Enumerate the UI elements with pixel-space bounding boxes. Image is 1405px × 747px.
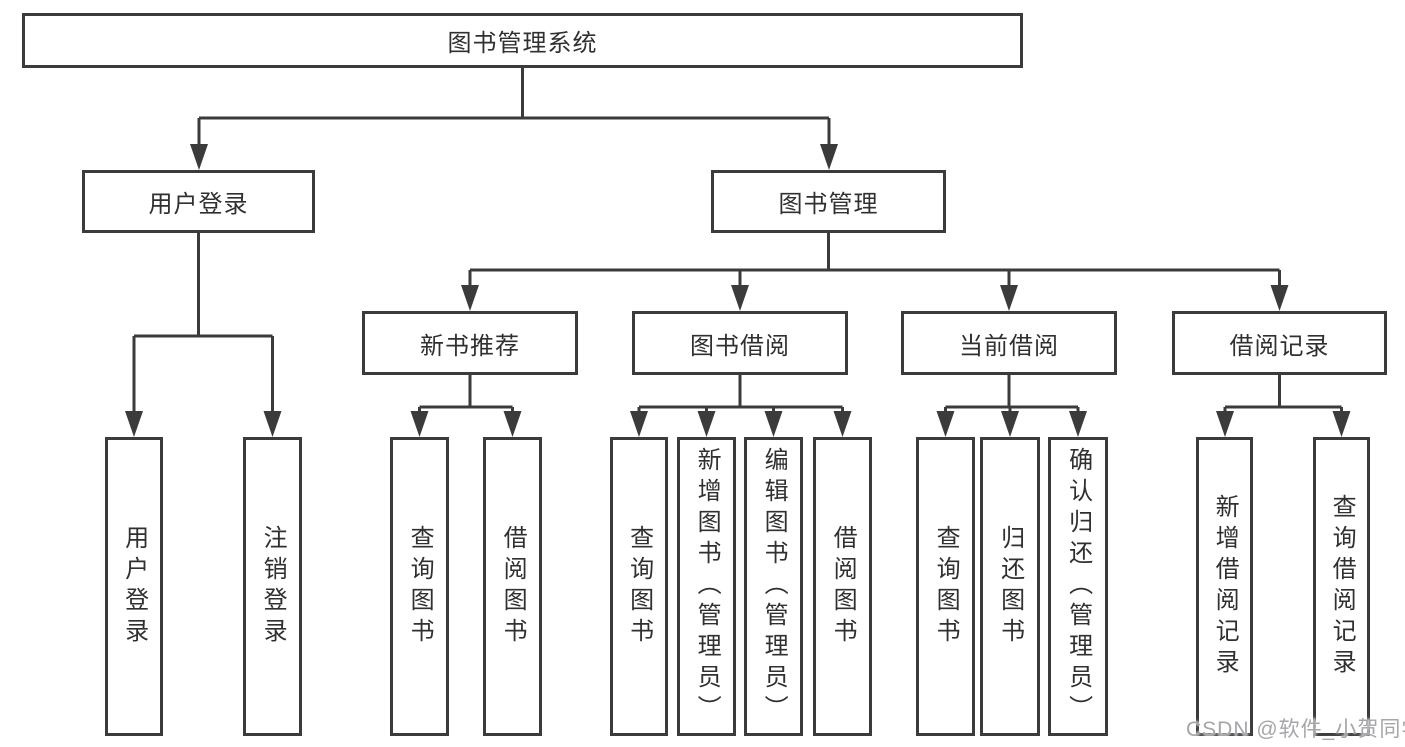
node-user-login: 用户登录	[82, 170, 315, 233]
node-leaf-query-books-recommend: 查询图书	[390, 437, 449, 736]
node-label: 用户登录	[120, 524, 148, 649]
node-label: 归还图书	[996, 524, 1024, 649]
node-book-borrowing: 图书借阅	[632, 311, 848, 375]
connector-new-book-recommend-group	[410, 375, 522, 437]
node-label: 新书推荐	[420, 332, 520, 360]
node-label: 编辑图书（管理员）	[760, 447, 788, 726]
node-current-borrowing: 当前借阅	[901, 311, 1117, 375]
arrowhead	[1216, 411, 1234, 437]
csdn-watermark: CSDN @软件_小贺同学	[1186, 718, 1405, 741]
arrowhead	[1069, 411, 1087, 437]
node-label: 借阅图书	[499, 524, 527, 649]
connector-book-borrowing-group	[630, 375, 852, 437]
arrowhead	[833, 411, 852, 437]
node-leaf-query-borrow-record: 查询借阅记录	[1313, 437, 1370, 736]
node-leaf-return-books: 归还图书	[980, 437, 1040, 736]
node-book-management: 图书管理	[711, 170, 946, 233]
node-label: 新增借阅记录	[1211, 493, 1239, 680]
arrowhead	[1332, 411, 1351, 437]
arrowhead	[410, 411, 429, 437]
node-label: 借阅图书	[829, 524, 857, 649]
node-label: 新增图书（管理员）	[693, 447, 721, 726]
node-new-book-recommend: 新书推荐	[362, 311, 578, 375]
node-label: 确认归还（管理员）	[1064, 447, 1092, 726]
arrowhead	[820, 144, 838, 170]
connector-current-borrowing-group	[936, 375, 1087, 437]
node-leaf-edit-books-admin: 编辑图书（管理员）	[744, 437, 803, 736]
node-leaf-user-login: 用户登录	[105, 437, 163, 736]
node-label: 用户登录	[148, 191, 249, 218]
node-leaf-query-books-current: 查询图书	[916, 437, 975, 736]
arrowhead	[630, 411, 648, 437]
arrowhead	[503, 411, 522, 437]
node-label: 查询借阅记录	[1328, 493, 1356, 680]
arrowhead	[764, 411, 783, 437]
node-label: 当前借阅	[959, 332, 1059, 360]
node-label: 图书借阅	[690, 332, 790, 360]
node-leaf-confirm-return-admin: 确认归还（管理员）	[1048, 437, 1108, 736]
node-label: 查询图书	[406, 524, 434, 649]
node-label: 图书管理系统	[447, 30, 598, 57]
connector-root-to-level1	[190, 68, 838, 170]
node-leaf-add-borrow-record: 新增借阅记录	[1196, 437, 1253, 736]
node-label: 图书管理	[778, 191, 879, 218]
arrowhead	[1000, 285, 1018, 311]
node-leaf-add-books-admin: 新增图书（管理员）	[677, 437, 736, 736]
node-label: 查询图书	[625, 524, 653, 649]
connector-borrowing-records-group	[1216, 375, 1351, 437]
arrowhead	[731, 285, 749, 311]
arrowhead	[190, 144, 208, 170]
arrowhead	[125, 411, 143, 437]
node-leaf-borrow-books-recommend: 借阅图书	[483, 437, 542, 736]
node-label: 借阅记录	[1229, 332, 1330, 360]
node-label: 查询图书	[932, 524, 960, 649]
arrowhead	[697, 411, 716, 437]
connector-user-login-group	[125, 233, 282, 437]
arrowhead	[936, 411, 955, 437]
node-borrowing-records: 借阅记录	[1172, 311, 1387, 375]
node-leaf-borrow-books: 借阅图书	[813, 437, 872, 736]
node-library-management-system: 图书管理系统	[22, 13, 1023, 68]
arrowhead	[1270, 285, 1289, 311]
connector-book-management-to-level2	[461, 233, 1289, 311]
node-label: 注销登录	[259, 524, 287, 649]
arrowhead	[263, 411, 282, 437]
arrowhead	[1001, 411, 1019, 437]
arrowhead	[461, 285, 479, 311]
node-leaf-query-books-borrowing: 查询图书	[610, 437, 668, 736]
node-leaf-logout: 注销登录	[243, 437, 302, 736]
